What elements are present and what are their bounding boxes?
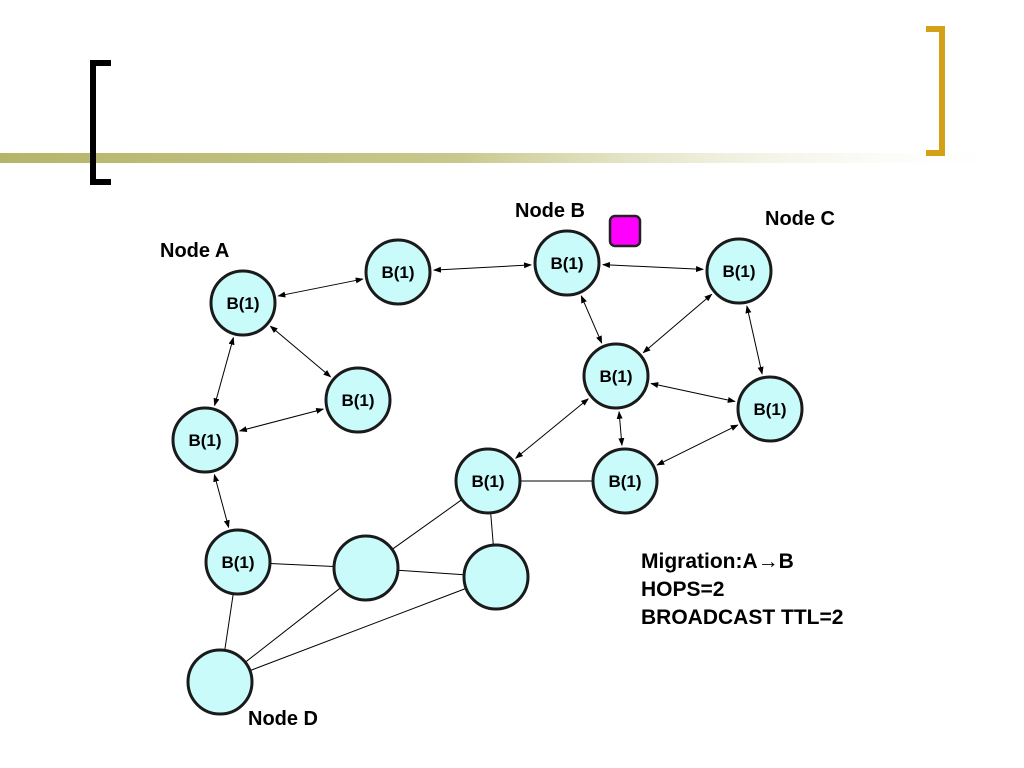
node-circle (171, 406, 239, 474)
node-b: B(1) (533, 229, 601, 297)
node-text: B(1) (599, 367, 632, 386)
node-text: B(1) (753, 400, 786, 419)
edge-c-n7 (642, 293, 713, 354)
broadcast-ttl-text: BROADCAST TTL=2 (641, 606, 844, 629)
node-text: B(1) (341, 391, 374, 410)
node-text: B(1) (226, 294, 259, 313)
node-n9: B(1) (591, 447, 659, 515)
node-n8: B(1) (736, 375, 804, 443)
node-d-label: Node D (248, 708, 318, 730)
edges (213, 262, 764, 672)
edge-n10-e2 (490, 512, 494, 546)
node-d (186, 648, 254, 716)
node-text: B(1) (722, 262, 755, 281)
left-bracket (90, 60, 111, 185)
node-circle (462, 543, 530, 611)
info-block: Migration:A→B HOPS=2 BROADCAST TTL=2 (641, 548, 843, 632)
node-circle (736, 375, 804, 443)
edge-n7-n10 (515, 398, 589, 459)
node-a-label: Node A (160, 240, 230, 262)
edge-n7-n8 (650, 382, 736, 403)
edge-e1-e2 (397, 569, 465, 576)
node-circle (591, 447, 659, 515)
edge-n6-n11 (213, 473, 230, 529)
edge-a-n2 (277, 277, 364, 298)
node-text: B(1) (471, 472, 504, 491)
node-b-label: Node B (515, 200, 585, 222)
node-circle (582, 342, 650, 410)
node-text: B(1) (221, 553, 254, 572)
right-bracket (926, 26, 945, 156)
node-circle (364, 238, 432, 306)
edge-c-n8 (745, 305, 764, 375)
node-circle (533, 229, 601, 297)
edge-n9-n8 (656, 424, 739, 466)
node-n2: B(1) (364, 238, 432, 306)
node-text: B(1) (381, 263, 414, 282)
node-c: B(1) (705, 237, 773, 305)
edge-b-n7 (580, 295, 603, 344)
edge-e1-d (244, 587, 342, 663)
node-circle (186, 648, 254, 716)
node-n7: B(1) (582, 342, 650, 410)
node-circle (209, 269, 277, 337)
edge-a-n6 (213, 336, 235, 407)
agent-marker (608, 214, 642, 248)
node-n11: B(1) (204, 528, 272, 596)
node-circle (324, 366, 392, 434)
edge-n2-b (432, 262, 533, 273)
edge-a-n5 (269, 325, 332, 378)
edge-n10-e1 (391, 499, 463, 550)
node-a: B(1) (209, 269, 277, 337)
edge-b-c (601, 262, 705, 272)
nodes: B(1) B(1) B(1) B(1) B(1) B(1) B(1) B(1) B(1) B(1)… (171, 229, 804, 716)
edge-n11-e1 (269, 562, 335, 568)
edge-n5-n6 (238, 407, 325, 433)
migration-text: Migration:A→B (641, 550, 794, 573)
node-circle (705, 237, 773, 305)
edge-n11-d (224, 593, 234, 651)
node-circle (454, 447, 522, 515)
header-band (0, 153, 1024, 163)
node-circle (332, 534, 400, 602)
hops-text: HOPS=2 (641, 578, 725, 601)
node-e2 (462, 543, 530, 611)
node-circle (204, 528, 272, 596)
node-n6: B(1) (171, 406, 239, 474)
node-n10: B(1) (454, 447, 522, 515)
edge-e2-d (249, 587, 467, 672)
edge-n7-n9 (616, 410, 625, 447)
node-e1 (332, 534, 400, 602)
node-text: B(1) (608, 472, 641, 491)
node-text: B(1) (550, 254, 583, 273)
node-n5: B(1) (324, 366, 392, 434)
node-text: B(1) (188, 431, 221, 450)
node-c-label: Node C (765, 208, 835, 230)
